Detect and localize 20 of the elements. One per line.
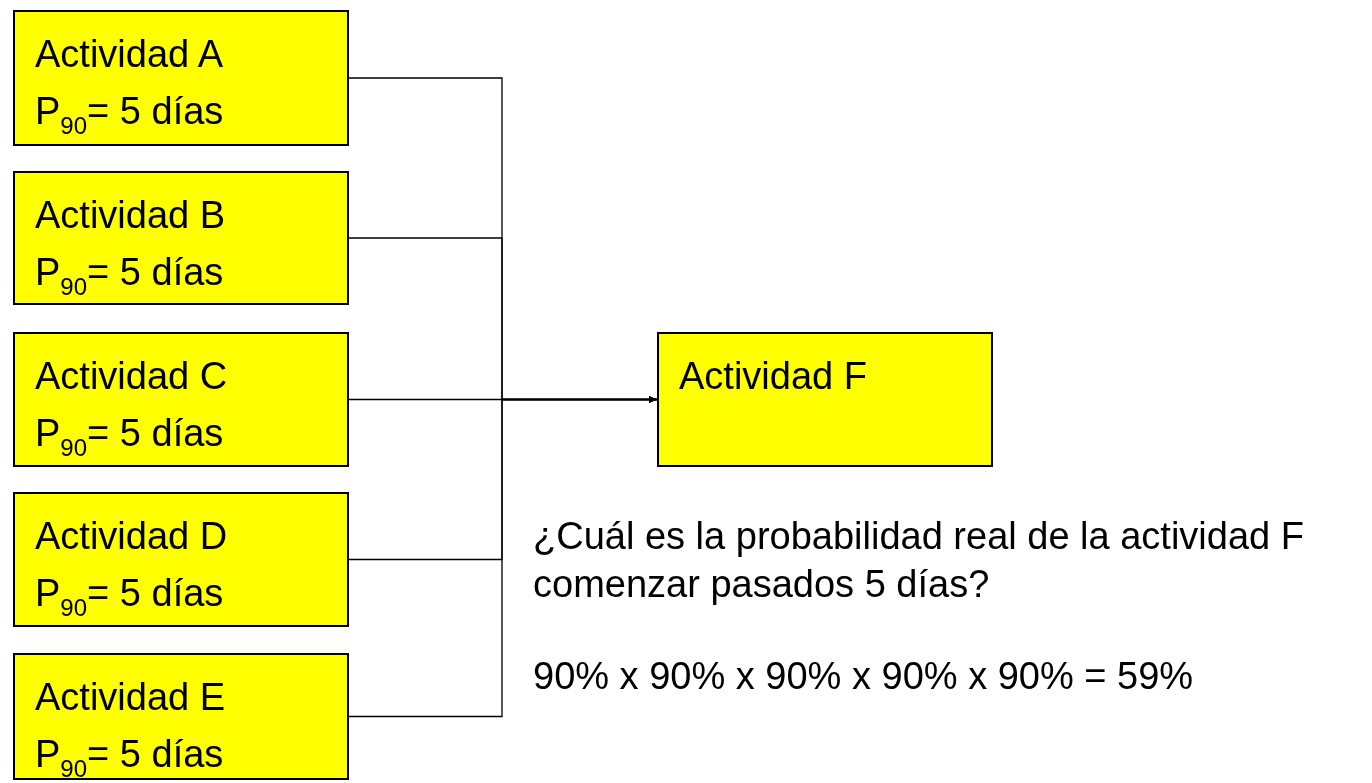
activity-name: Actividad A xyxy=(35,32,223,77)
duration-text: P$_{90}$= 5 días xyxy=(35,89,224,140)
duration-text: P$_{90}$= 5 días xyxy=(35,250,224,301)
activity-name: Actividad B xyxy=(35,193,226,238)
calculation-text: 90% x 90% x 90% x 90% x 90% = 59% xyxy=(533,654,1195,699)
activity-box xyxy=(13,492,349,627)
activity-name: Actividad E xyxy=(35,675,226,720)
activity-box xyxy=(13,653,349,780)
duration-text: P$_{90}$= 5 días xyxy=(35,732,224,783)
activity-box xyxy=(657,332,993,467)
activity-name: Actividad F xyxy=(679,354,867,399)
connector-arrow xyxy=(348,396,658,718)
activity-box xyxy=(13,10,349,146)
duration-text: P$_{90}$= 5 días xyxy=(35,571,224,622)
activity-box xyxy=(13,171,349,305)
activity-name: Actividad C xyxy=(35,354,228,399)
question-text: ¿Cuál es la probabilidad real de la actividad F comenzar pasados 5 días? xyxy=(533,514,1305,607)
activity-box xyxy=(13,332,349,467)
activity-name: Actividad D xyxy=(35,514,228,559)
duration-text: P$_{90}$= 5 días xyxy=(35,411,224,462)
